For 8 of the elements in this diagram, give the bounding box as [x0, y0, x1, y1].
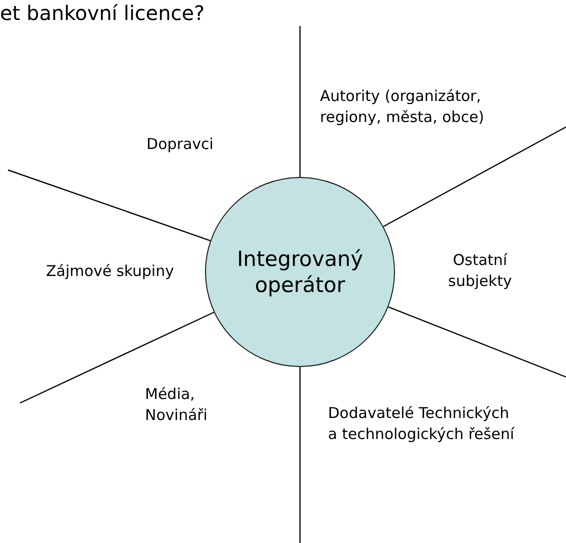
sector-label: Média, Novináři [145, 384, 208, 426]
sector-label: Zájmové skupiny [45, 261, 175, 282]
sector-label: Ostatní subjekty [447, 250, 513, 292]
sector-label: Autority (organizátor, regiony, města, obce) [320, 86, 486, 128]
node-label: Integrovaný operátor [236, 246, 364, 298]
sector-label: Dodavatelé Technických a technologických řešení [328, 403, 516, 445]
heading-text: et bankovní licence? [0, 0, 206, 26]
sector-label: Dopravci [146, 134, 214, 155]
